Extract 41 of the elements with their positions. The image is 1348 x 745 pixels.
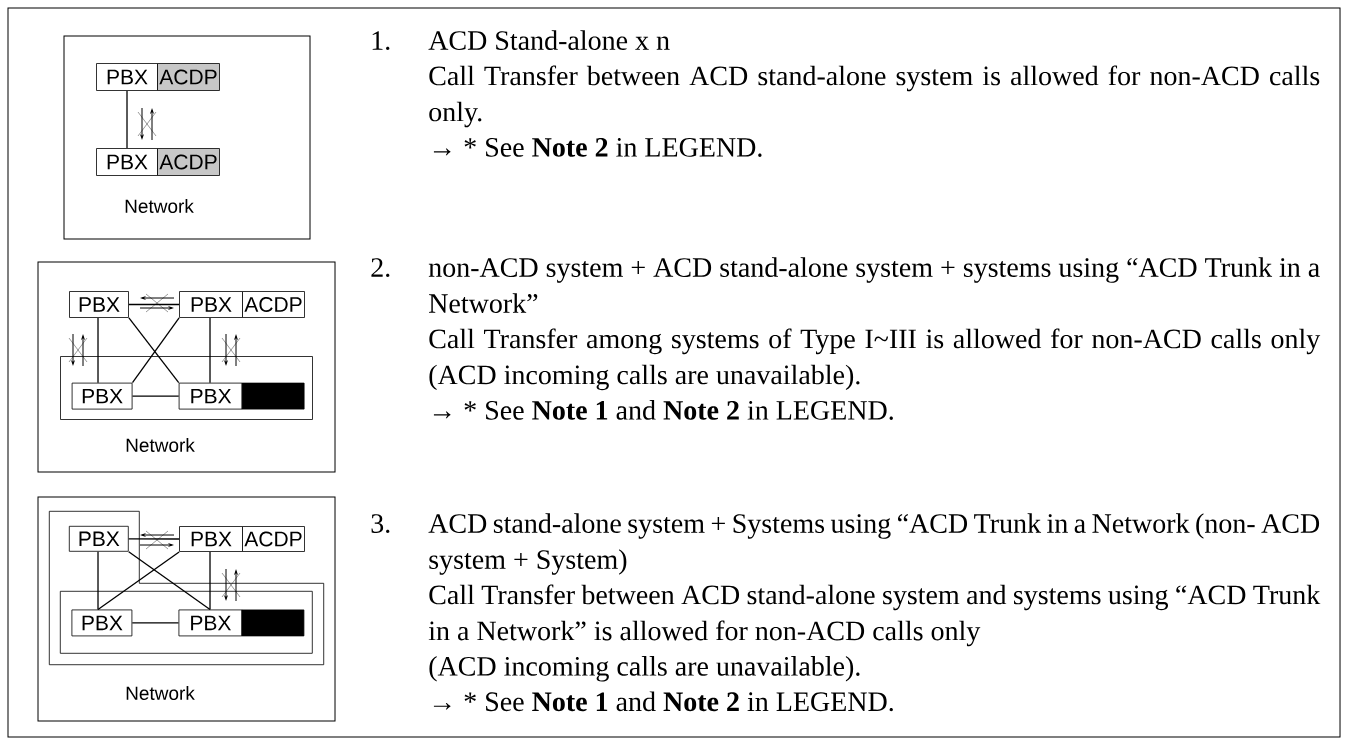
- acdp-box: ACDP: [157, 63, 220, 91]
- system-box: ACDP: [242, 526, 305, 552]
- description-text: (ACD incoming calls are unavailable).: [429, 656, 860, 682]
- connector-line: [131, 395, 180, 397]
- description-text: ACD stand-alone system + Systems using “ACD Trunk in a Network (non- ACD system + System): [428, 513, 1320, 575]
- description-text: → * See Note 1 and Note 2 in LEGEND.: [433, 400, 893, 420]
- description-text: Call Transfer among systems of Type I~III is allowed for non-ACD calls only (ACD incoming calls are unavailable).: [429, 328, 1321, 391]
- connector-line: [97, 317, 99, 384]
- description-text: non-ACD system + ACD stand-alone system + systems using “ACD Trunk in a Network”: [428, 257, 1320, 313]
- description-text: Call Transfer between ACD stand-alone system and systems using “ACD Trunk in a Network” is allowed for non-ACD calls only: [428, 584, 1321, 647]
- system-box: PBX: [71, 609, 133, 637]
- connector-line: [209, 551, 211, 611]
- system-box: PBX: [178, 609, 243, 637]
- system-box: PBX: [179, 291, 243, 318]
- connector-line: [209, 317, 211, 384]
- description-text: ACD Stand-alone x n: [428, 30, 670, 50]
- item-number: 2.: [371, 258, 390, 278]
- system-box: PBX: [96, 148, 158, 176]
- system-box: PBX: [68, 525, 129, 552]
- connector-line: [126, 90, 128, 149]
- network-outline: [48, 510, 325, 666]
- filled-block: [241, 609, 305, 637]
- system-box: ACDP: [242, 291, 305, 318]
- connector-line: [128, 538, 180, 540]
- connector-line: [128, 303, 180, 306]
- filled-block: [241, 382, 305, 410]
- connector-line: [97, 551, 99, 611]
- system-box: PBX: [71, 382, 133, 410]
- connector-line: [97, 551, 180, 611]
- connector-line: [128, 551, 211, 611]
- description-text: Call Transfer between ACD stand-alone system is allowed for non-ACD calls only.: [429, 65, 1320, 128]
- item-number: 1.: [372, 31, 390, 51]
- connector-line: [131, 622, 180, 624]
- description-text: → * See Note 1 and Note 2 in LEGEND.: [433, 691, 893, 712]
- acdp-box: ACDP: [157, 148, 220, 176]
- system-box: PBX: [179, 526, 243, 552]
- system-box: PBX: [96, 63, 158, 91]
- system-box: PBX: [178, 382, 243, 410]
- system-box: PBX: [69, 291, 129, 318]
- item-number: 3.: [371, 514, 390, 534]
- description-text: → * See Note 2 in LEGEND.: [433, 137, 762, 157]
